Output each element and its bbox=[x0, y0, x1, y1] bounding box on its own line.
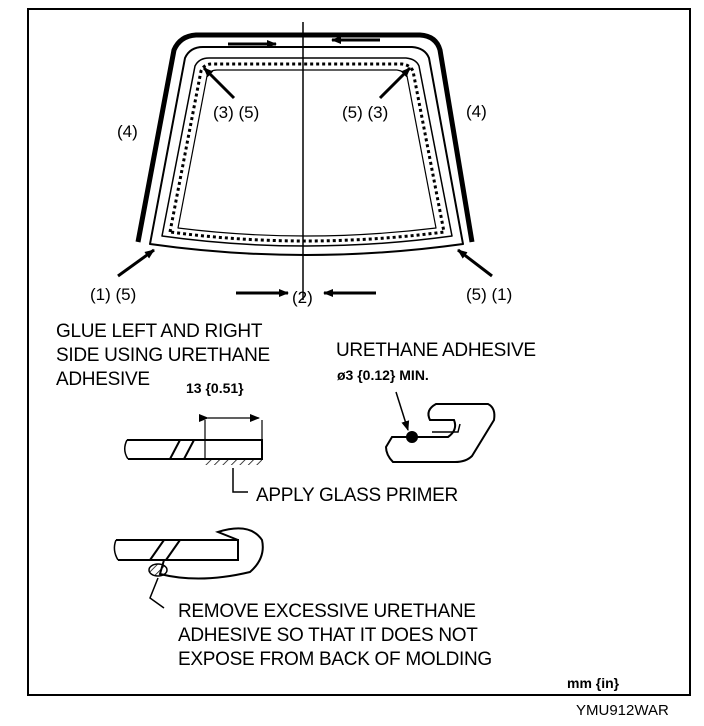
figure-frame bbox=[27, 8, 691, 696]
figure-id: YMU912WAR bbox=[576, 702, 669, 719]
callout-1-5-left: (1) (5) bbox=[90, 285, 137, 304]
direction-arrows bbox=[117, 36, 493, 297]
arrow-corner-lower-right bbox=[457, 248, 493, 278]
inner-ceramic-edge bbox=[177, 69, 437, 237]
bead-detail bbox=[384, 391, 496, 463]
note-remove-excess: REMOVE EXCESSIVE URETHANE ADHESIVE SO TH… bbox=[178, 601, 492, 670]
windshield-glass bbox=[135, 32, 475, 256]
callout-5-1-right: (5) (1) bbox=[466, 285, 513, 304]
note-glue-sides: GLUE LEFT AND RIGHT SIDE USING URETHANE … bbox=[56, 321, 270, 390]
note-units: mm {in} bbox=[567, 675, 620, 691]
callout-4-left: (4) bbox=[117, 122, 138, 141]
adhesive-bead-circle bbox=[406, 431, 418, 443]
arrow-corner-upper-left bbox=[202, 66, 236, 100]
arrow-corner-lower-left bbox=[117, 248, 155, 278]
inner-border bbox=[161, 57, 453, 247]
callout-3-5-left: (3) (5) bbox=[213, 103, 260, 122]
excess-adhesive-detail bbox=[113, 527, 264, 609]
note-dimension: 13 {0.51} bbox=[186, 380, 244, 396]
callout-2-bottom: (2) bbox=[292, 288, 313, 307]
note-bead-size: ø3 {0.12} MIN. bbox=[337, 367, 429, 383]
callout-4-right: (4) bbox=[466, 102, 487, 121]
note-apply-primer: APPLY GLASS PRIMER bbox=[256, 485, 458, 506]
arrow-corner-upper-right bbox=[378, 66, 412, 100]
callout-5-3-right: (5) (3) bbox=[342, 103, 389, 122]
adhesive-bead bbox=[168, 62, 446, 243]
note-urethane-adhesive: URETHANE ADHESIVE bbox=[336, 340, 536, 361]
primer-detail bbox=[124, 414, 263, 493]
molding-outline bbox=[135, 32, 475, 243]
glass-edge bbox=[149, 46, 464, 256]
